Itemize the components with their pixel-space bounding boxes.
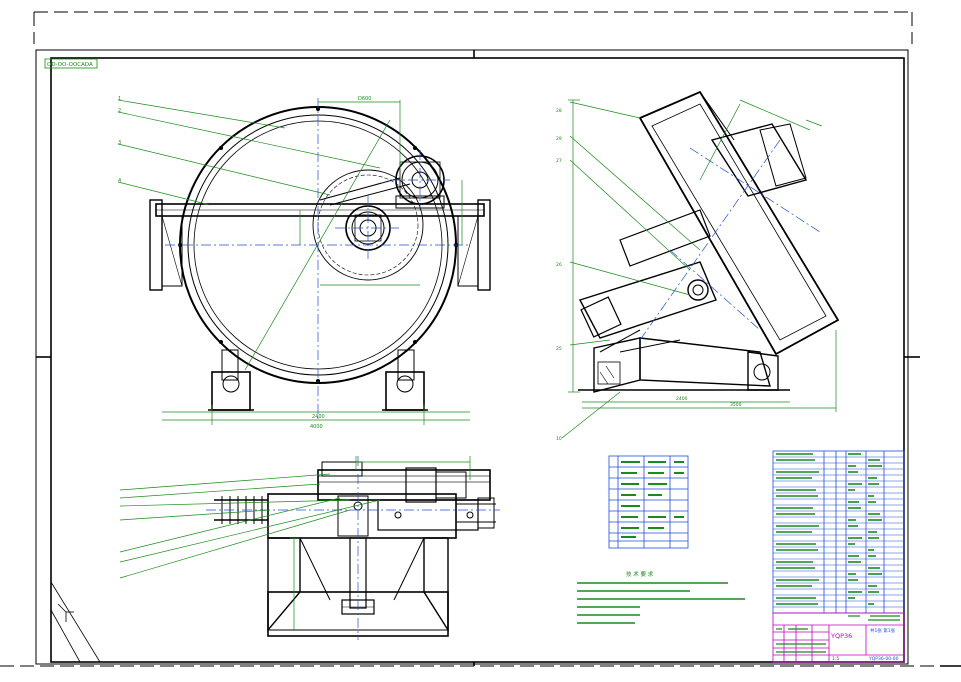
technical-requirements: 技 术 要 求 — [577, 570, 745, 624]
svg-text:3500: 3500 — [730, 402, 742, 408]
scale-value: 1:5 — [832, 656, 839, 662]
product-name: YQP36 — [830, 632, 852, 640]
section-view-centerlines — [206, 456, 500, 640]
corner-tag: OD-OO-OOCADA — [44, 58, 98, 69]
svg-text:2400: 2400 — [676, 396, 688, 402]
svg-text:3: 3 — [118, 140, 121, 146]
trim-border — [0, 11, 961, 667]
side-view — [578, 90, 840, 393]
svg-text:10: 10 — [556, 436, 562, 442]
side-view-dimensions — [561, 99, 837, 439]
side-view-labels: 28 29 27 26 25 10 2400 3500 — [556, 108, 742, 442]
front-view — [149, 106, 491, 411]
svg-text:2: 2 — [118, 108, 121, 114]
front-view-dimensions — [117, 99, 470, 425]
svg-text:2400: 2400 — [312, 414, 325, 420]
drawing-number: YQP36-00-00 — [868, 656, 899, 662]
front-view-labels: 1 2 3 4 D600 2400 4000 — [118, 96, 371, 430]
svg-text:27: 27 — [556, 158, 562, 164]
svg-text:28: 28 — [556, 108, 562, 114]
svg-text:1: 1 — [118, 96, 121, 102]
svg-text:D600: D600 — [358, 96, 371, 102]
drawing-frame — [35, 49, 961, 667]
svg-text:4: 4 — [118, 178, 121, 184]
small-parts-table — [608, 455, 689, 549]
svg-text:29: 29 — [556, 136, 562, 142]
corner-mark — [50, 581, 101, 663]
corner-tag-text: OD-OO-OOCADA — [47, 62, 93, 68]
side-view-centerlines — [639, 139, 821, 341]
svg-text:25: 25 — [556, 346, 562, 352]
svg-text:4000: 4000 — [310, 424, 323, 430]
sheet-info: 共1张 第1张 — [870, 627, 896, 634]
svg-text:26: 26 — [556, 262, 562, 268]
section-view-dimensions — [119, 456, 471, 630]
parts-list-rows — [773, 453, 904, 608]
tech-req-title: 技 术 要 求 — [626, 570, 654, 578]
small-parts-table-fill — [621, 461, 684, 538]
title-block-fill: YQP36 1:5 YQP36-00-00 共1张 第1张 — [776, 615, 900, 662]
section-view — [214, 461, 496, 637]
title-block — [772, 612, 905, 663]
